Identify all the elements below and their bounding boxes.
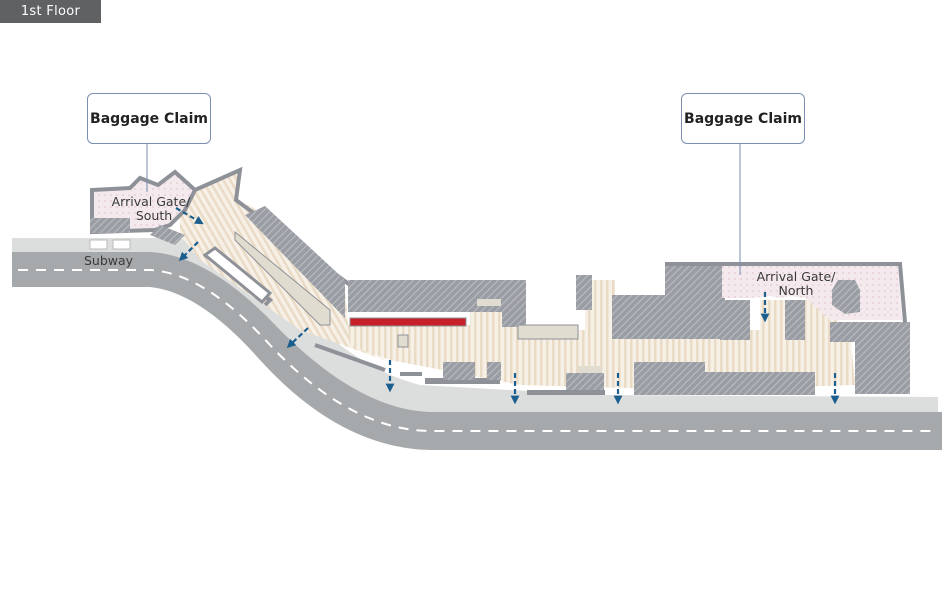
subway-entrances [89, 239, 131, 250]
floor-label: 1st Floor [0, 0, 101, 23]
exit-arrows [175, 207, 840, 405]
arrow-icon [178, 241, 199, 262]
subway-label: Subway [84, 253, 134, 268]
callout-label: Baggage Claim [684, 110, 802, 127]
arrival-gate-south-label: Arrival Gate/ South [111, 194, 191, 223]
arrival-gate-north-label: Arrival Gate/ North [756, 269, 836, 298]
arrow-icon [175, 207, 204, 225]
baggage-claim-callout-south[interactable]: Baggage Claim [87, 93, 211, 144]
road [12, 252, 942, 450]
baggage-claim-callout-north[interactable]: Baggage Claim [681, 93, 805, 144]
highlight-bar [349, 317, 467, 327]
arrow-icon [286, 327, 309, 349]
callout-label: Baggage Claim [90, 110, 208, 127]
arrival-gate-north-area [665, 262, 907, 323]
building-blocks [202, 206, 910, 395]
